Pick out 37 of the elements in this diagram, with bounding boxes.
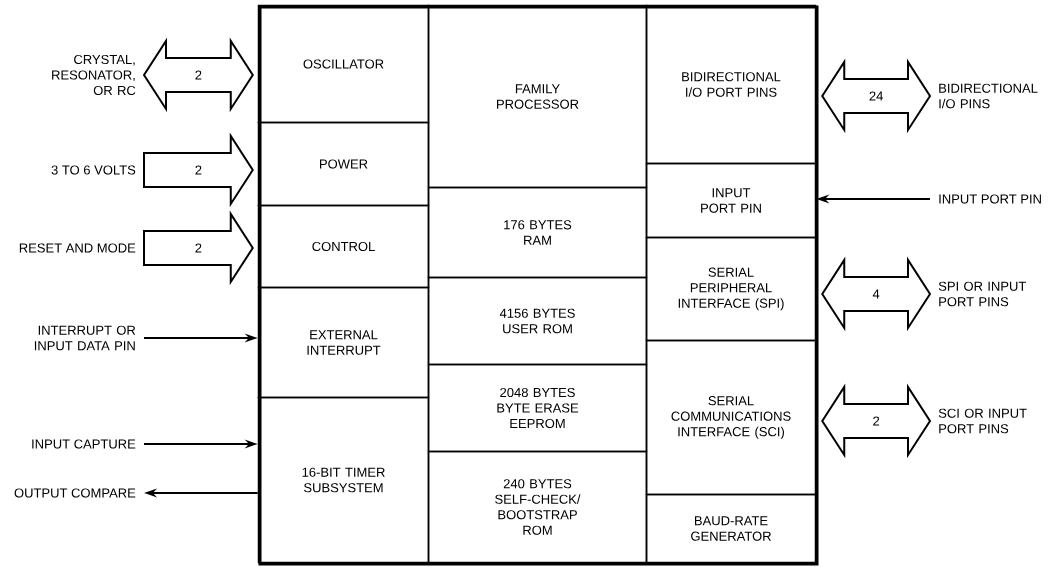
function-block: 2048 BYTES BYTE ERASE EEPROM [427, 363, 648, 453]
function-block: FAMILY PROCESSOR [427, 4, 648, 189]
function-block: BAUD-RATE GENERATOR [645, 493, 817, 564]
function-block: 4156 BYTES USER ROM [427, 276, 648, 366]
signal-label: INPUT CAPTURE [32, 439, 136, 449]
bus-arrow [143, 132, 254, 208]
bus-width-label: 2 [193, 164, 203, 176]
bus-width-label: 4 [871, 288, 881, 300]
function-block: POWER [257, 121, 430, 207]
function-block: CONTROL [257, 204, 430, 289]
function-block: 176 BYTES RAM [427, 186, 648, 279]
signal-label: SCI OR INPUT PORT PINS [938, 408, 1027, 434]
bus-width-label: 2 [193, 242, 203, 254]
function-block: 16-BIT TIMER SUBSYSTEM [257, 396, 430, 564]
function-block: OSCILLATOR [257, 4, 430, 124]
function-block: SERIAL COMMUNICATIONS INTERFACE (SCI) [645, 339, 817, 496]
bus-width-label: 2 [871, 415, 881, 427]
signal-label: RESET AND MODE [19, 243, 136, 253]
bus-arrow [143, 210, 254, 286]
signal-label: CRYSTAL, RESONATOR, OR RC [52, 54, 136, 96]
function-block: SERIAL PERIPHERAL INTERFACE (SPI) [645, 236, 817, 342]
bus-arrow [821, 383, 932, 459]
signal-label: 3 TO 6 VOLTS [51, 165, 136, 175]
function-block: 240 BYTES SELF-CHECK/ BOOTSTRAP ROM [427, 450, 648, 564]
signal-label: INPUT PORT PIN [939, 194, 1041, 204]
function-block: INPUT PORT PIN [645, 162, 817, 239]
bus-arrow [821, 256, 932, 332]
signal-label: SPI OR INPUT PORT PINS [938, 281, 1026, 307]
block-diagram-frame [258, 5, 819, 566]
function-block: EXTERNAL INTERRUPT [257, 286, 430, 399]
bus-width-label: 2 [193, 69, 203, 81]
signal-label: BIDIRECTIONAL I/O PINS [939, 83, 1038, 109]
bus-arrow [821, 58, 932, 134]
signal-label: OUTPUT COMPARE [14, 488, 136, 498]
function-block: BIDIRECTIONAL I/O PORT PINS [645, 4, 817, 165]
signal-label: INTERRUPT OR INPUT DATA PIN [34, 325, 136, 351]
bus-width-label: 24 [867, 90, 885, 102]
